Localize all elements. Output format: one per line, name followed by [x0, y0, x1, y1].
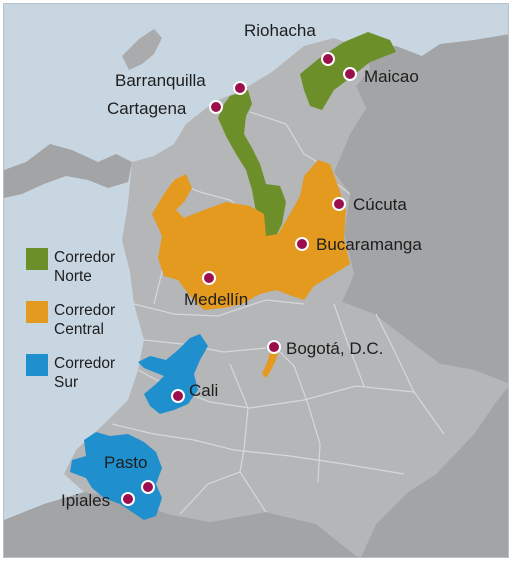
city-markers: [121, 52, 357, 506]
city-label-cartagena: Cartagena: [107, 99, 187, 118]
city-label-medellin: Medellín: [184, 290, 248, 309]
city-marker-cali: [171, 389, 185, 403]
city-marker-maicao: [343, 67, 357, 81]
city-label-cucuta: Cúcuta: [353, 195, 407, 214]
corredor-sur-pasto: [70, 432, 162, 520]
corredor-norte-south: [218, 90, 286, 248]
city-label-ipiales: Ipiales: [61, 491, 110, 510]
city-label-bogota: Bogotá, D.C.: [286, 339, 383, 358]
city-label-maicao: Maicao: [364, 67, 419, 86]
country-colombia: [64, 38, 508, 557]
legend-swatch-sur: [26, 354, 48, 376]
map-canvas: Corredor Norte Corredor Central Corredor…: [4, 4, 508, 557]
legend: Corredor Norte Corredor Central Corredor…: [26, 248, 115, 391]
city-marker-medellin: [202, 271, 216, 285]
city-marker-bogota: [267, 340, 281, 354]
map: Corredor Norte Corredor Central Corredor…: [3, 3, 509, 558]
legend-label-sur-line1: Corredor: [54, 355, 115, 372]
city-labels: Riohacha Maicao Barranquilla Cartagena C…: [61, 21, 422, 510]
city-marker-riohacha: [321, 52, 335, 66]
city-marker-cartagena: [209, 100, 223, 114]
legend-label-norte-line2: Norte: [54, 268, 92, 285]
corredor-sur-cali: [138, 334, 208, 414]
city-label-riohacha: Riohacha: [244, 21, 316, 40]
city-marker-cucuta: [332, 197, 346, 211]
city-label-cali: Cali: [189, 381, 218, 400]
neighbor-panama: [4, 144, 132, 198]
city-marker-barranquilla: [233, 81, 247, 95]
neighbor-ecuador-peru: [4, 492, 358, 557]
island-west: [122, 29, 162, 70]
legend-label-central-line2: Central: [54, 321, 104, 338]
neighbor-venezuela: [334, 34, 508, 384]
legend-label-central-line1: Corredor: [54, 302, 115, 319]
neighbor-brazil: [360, 386, 508, 557]
city-label-barranquilla: Barranquilla: [115, 71, 206, 90]
legend-swatch-central: [26, 301, 48, 323]
legend-swatch-norte: [26, 248, 48, 270]
corredor-central: [152, 160, 350, 310]
city-label-pasto: Pasto: [104, 453, 147, 472]
city-marker-pasto: [141, 480, 155, 494]
city-marker-bucaramanga: [295, 237, 309, 251]
legend-label-sur-line2: Sur: [54, 374, 78, 391]
city-label-bucaramanga: Bucaramanga: [316, 235, 422, 254]
legend-label-norte-line1: Corredor: [54, 249, 115, 266]
city-marker-ipiales: [121, 492, 135, 506]
